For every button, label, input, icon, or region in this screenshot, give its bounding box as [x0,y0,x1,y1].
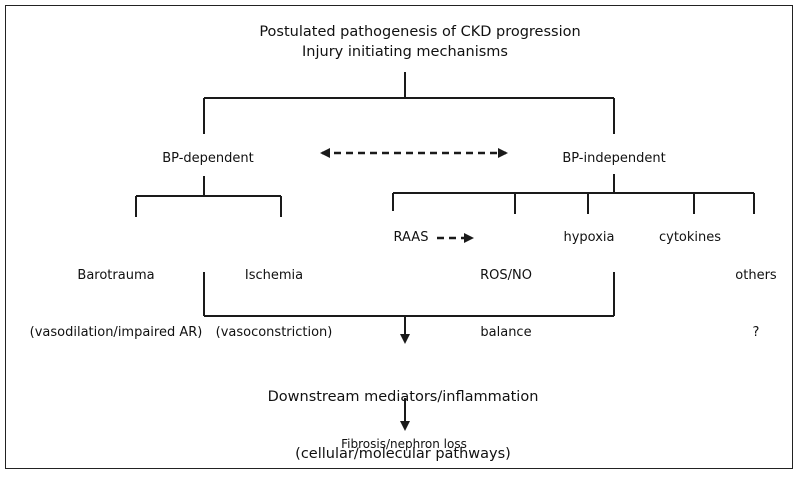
outcome-label: Fibrosis/nephron loss [341,437,467,451]
downstream-line1: Downstream mediators/inflammation [267,389,539,405]
diagram-title: Postulated pathogenesis of CKD progressi… [259,24,581,40]
ros-no-line1: ROS/NO [480,268,532,283]
hypoxia-label: hypoxia [563,230,615,245]
ischemia-line2: (vasoconstriction) [215,325,333,340]
barotrauma-label: Barotrauma (vasodilation/impaired AR) [30,228,203,361]
diagram-frame [5,5,793,469]
ischemia-line1: Ischemia [244,268,304,283]
ros-no-line2: balance [480,325,532,340]
barotrauma-line1: Barotrauma [77,268,155,283]
bp-dependent-label: BP-dependent [162,151,254,166]
others-label: others ? [735,228,776,361]
others-line1: others [735,268,777,283]
others-line2: ? [752,325,760,340]
raas-label: RAAS [393,230,429,245]
downstream-line2: (cellular/molecular pathways) [295,446,511,462]
bp-independent-label: BP-independent [562,151,666,166]
ischemia-label: Ischemia (vasoconstriction) [216,228,333,361]
ros-no-label: ROS/NO balance [480,228,532,361]
diagram-subtitle: Injury initiating mechanisms [302,44,508,60]
downstream-label: Downstream mediators/inflammation (cellu… [268,350,539,483]
cytokines-label: cytokines [658,230,722,245]
barotrauma-line2: (vasodilation/impaired AR) [29,325,203,340]
